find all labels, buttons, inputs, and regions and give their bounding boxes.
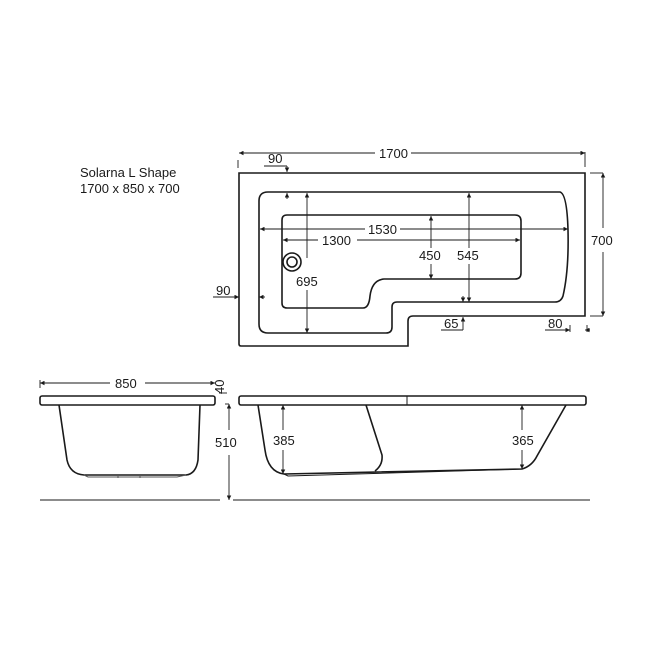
plan-view: 1700 90 700 1530 1300 695 450 545 bbox=[213, 146, 613, 347]
dim-overall-width: 700 bbox=[591, 233, 613, 248]
side-view-rim bbox=[238, 395, 587, 406]
dim-basin-width-wide: 545 bbox=[457, 248, 479, 263]
side-view-body bbox=[257, 404, 567, 475]
plan-basin bbox=[281, 214, 522, 309]
dim-depth-right: 365 bbox=[512, 433, 534, 448]
dim-end-height: 510 bbox=[215, 435, 237, 450]
dim-rim-thickness: 40 bbox=[212, 380, 227, 394]
product-name: Solarna L Shape bbox=[80, 165, 176, 180]
dim-depth-left: 385 bbox=[273, 433, 295, 448]
dim-basin-depth-left: 695 bbox=[296, 274, 318, 289]
end-view-body bbox=[58, 404, 201, 476]
dim-step-offset: 65 bbox=[444, 316, 458, 331]
waste-outlet-inner-icon bbox=[286, 256, 298, 268]
dim-end-width: 850 bbox=[115, 376, 137, 391]
plan-outer-outline bbox=[238, 172, 586, 347]
dim-rim-left: 90 bbox=[216, 283, 230, 298]
product-title: Solarna L Shape 1700 x 850 x 700 bbox=[80, 165, 180, 196]
waste-outlet-icon bbox=[282, 252, 302, 272]
end-view-rim bbox=[39, 395, 216, 406]
dim-basin-length: 1300 bbox=[322, 233, 351, 248]
dim-overall-length: 1700 bbox=[379, 146, 408, 161]
dim-right-offset: 80 bbox=[548, 316, 562, 331]
dim-basin-width-narrow: 450 bbox=[419, 248, 441, 263]
product-size: 1700 x 850 x 700 bbox=[80, 181, 180, 196]
side-view: 385 365 bbox=[233, 395, 590, 501]
dim-rim-top: 90 bbox=[268, 151, 282, 166]
end-view: 850 40 510 bbox=[39, 376, 237, 501]
plan-inner-rim bbox=[258, 191, 569, 334]
dim-inner-length: 1530 bbox=[368, 222, 397, 237]
